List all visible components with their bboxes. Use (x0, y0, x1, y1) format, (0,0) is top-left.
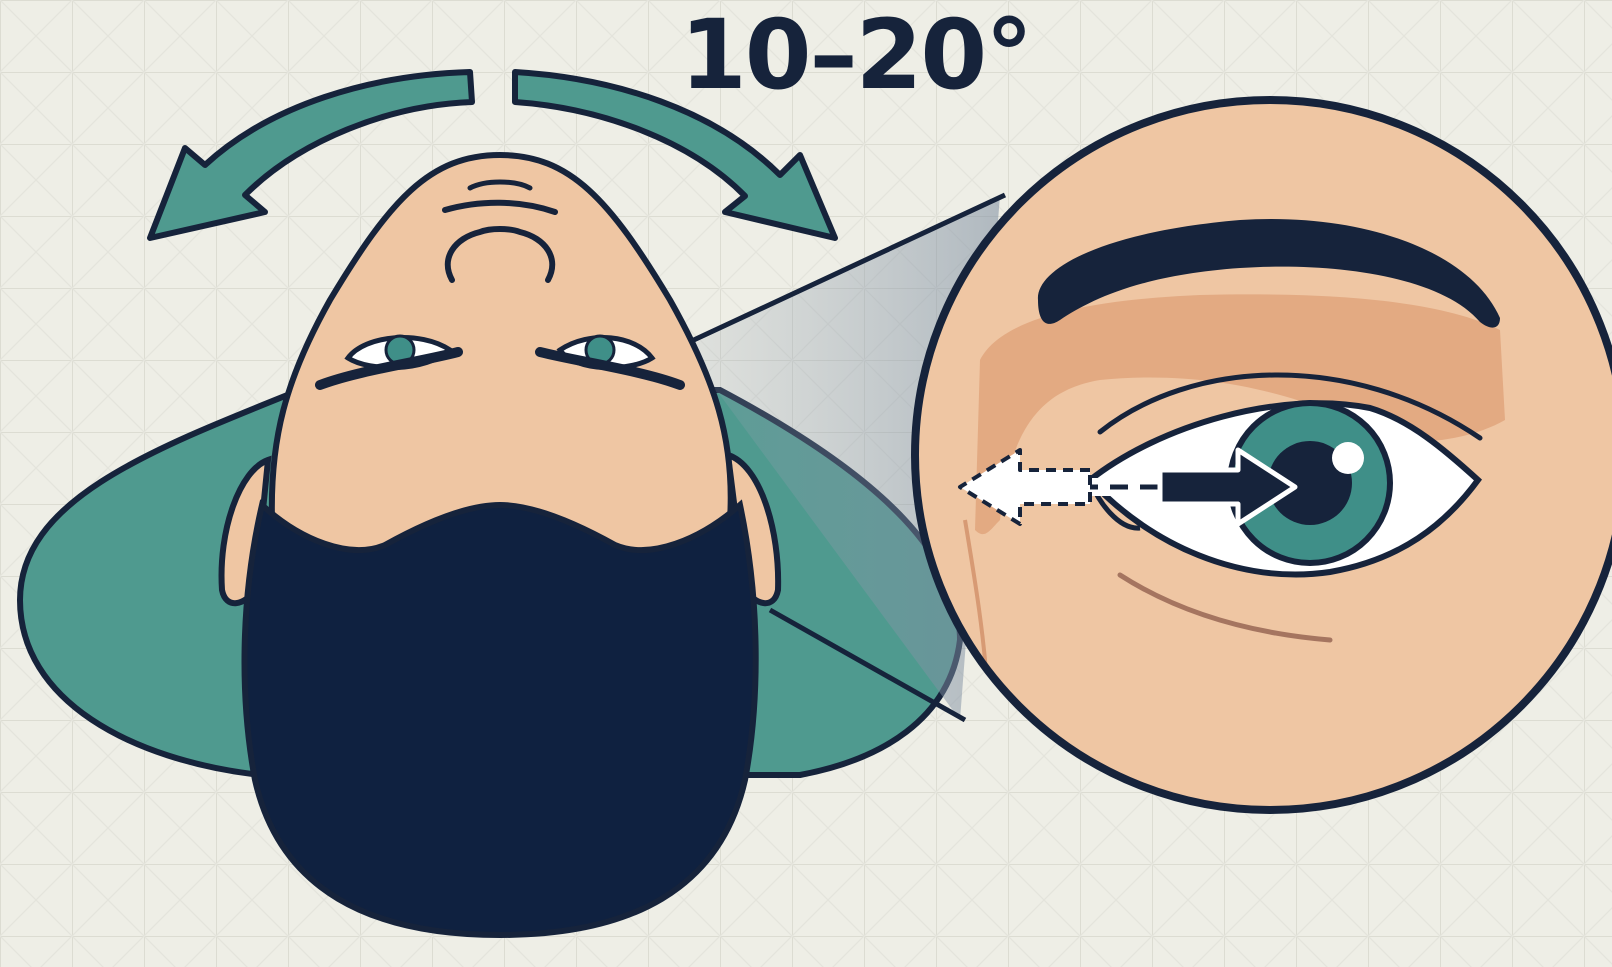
angle-label: 10–20° (680, 0, 1031, 111)
eye-highlight (1332, 442, 1364, 474)
zoomed-eye-circle (915, 100, 1612, 810)
hair (245, 505, 756, 935)
